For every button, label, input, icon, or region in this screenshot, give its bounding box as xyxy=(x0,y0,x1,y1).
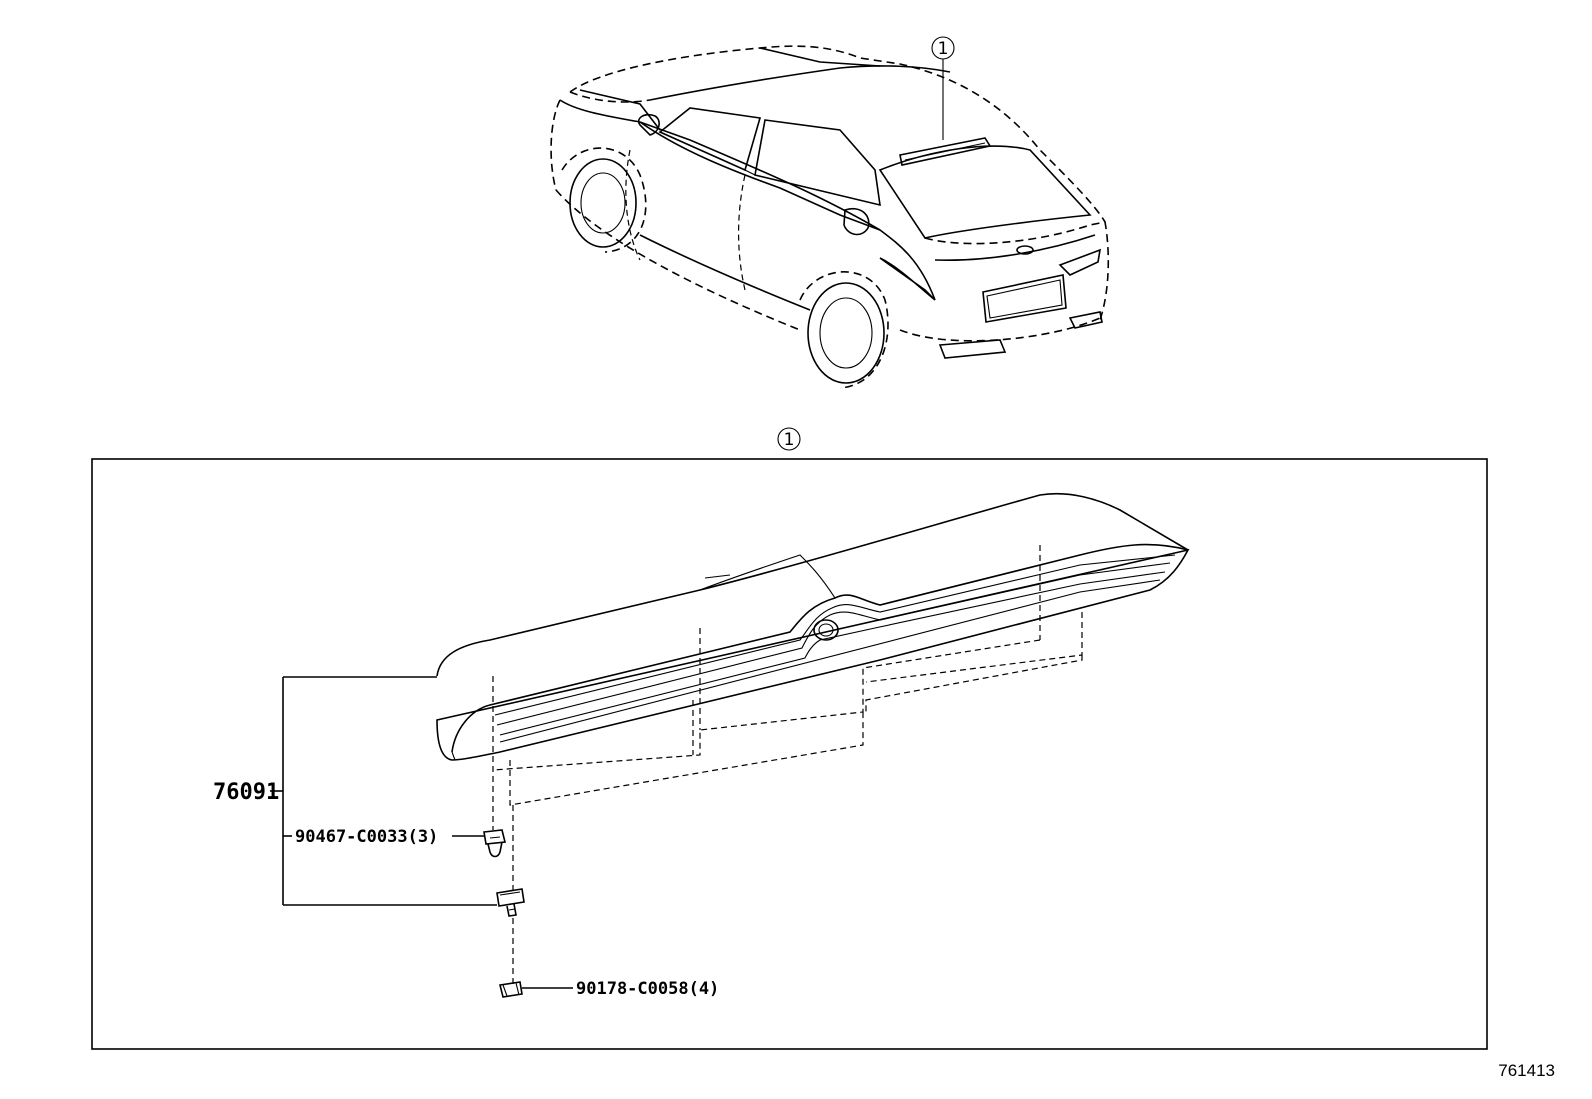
clip-icon xyxy=(483,829,506,858)
detail-frame xyxy=(91,458,1488,1050)
screw-grommet-icon xyxy=(496,888,525,917)
car-illustration: 1 xyxy=(550,36,1110,389)
detail-callout-label: 1 xyxy=(784,430,795,450)
figure-number: 761413 xyxy=(1498,1061,1555,1080)
nut-icon xyxy=(499,981,523,998)
spoiler-illustration xyxy=(436,492,1190,761)
car-callout-label: 1 xyxy=(938,39,949,59)
part-label-76091: 76091 xyxy=(213,780,279,805)
part-label-clip: 90467-C0033(3) xyxy=(295,827,438,847)
detail-callout-circle xyxy=(777,427,801,451)
mounting-lines xyxy=(492,545,1083,985)
leader-lines xyxy=(270,676,573,989)
part-label-nut: 90178-C0058(4) xyxy=(576,979,719,999)
